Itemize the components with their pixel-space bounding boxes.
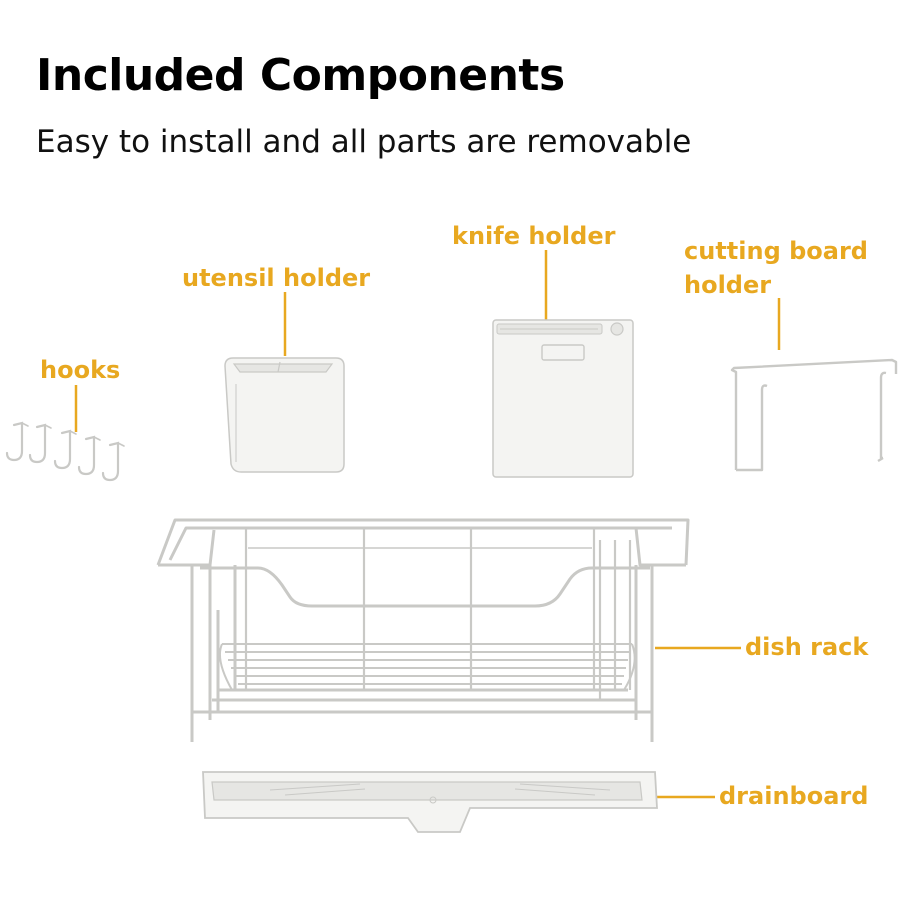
cutting-board-holder-image <box>730 358 898 472</box>
label-cutting-board-holder-line1: cutting board <box>684 237 868 265</box>
dish-rack-image <box>156 518 690 742</box>
label-hooks: hooks <box>40 356 121 384</box>
label-utensil-holder: utensil holder <box>182 264 371 292</box>
label-dish-rack: dish rack <box>745 633 869 661</box>
knife-holder-image <box>492 319 634 478</box>
label-cutting-board-holder-line2: holder <box>684 271 772 299</box>
label-drainboard: drainboard <box>719 782 869 810</box>
leader-lines <box>74 250 781 799</box>
drainboard-image <box>202 771 658 833</box>
label-cutting-board-holder: cutting board holder <box>684 234 868 302</box>
utensil-holder-image <box>224 357 345 473</box>
label-knife-holder: knife holder <box>452 222 616 250</box>
page-title: Included Components <box>36 50 565 101</box>
hooks-image <box>5 421 125 482</box>
page-subtitle: Easy to install and all parts are remova… <box>36 124 692 160</box>
